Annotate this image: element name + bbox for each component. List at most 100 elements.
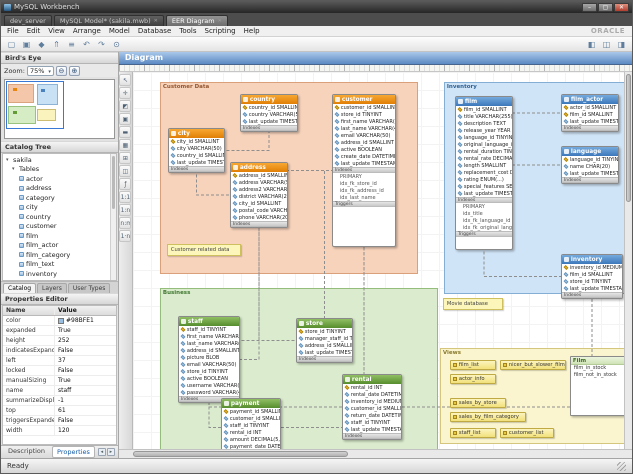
tab-catalog[interactable]: Catalog	[3, 283, 37, 293]
indexes-section-bar[interactable]: Indexes	[342, 433, 401, 439]
rel-1-n-tool[interactable]: 1:n	[119, 204, 132, 216]
menu-tools[interactable]: Tools	[179, 27, 197, 35]
tree-table-actor[interactable]: actor	[3, 174, 116, 184]
property-row-color[interactable]: color#98BFE1	[3, 316, 116, 326]
menu-view[interactable]: View	[48, 27, 65, 35]
indexes-section-bar[interactable]: Indexes	[296, 356, 352, 362]
tree-node-schema[interactable]: ▾sakila	[6, 155, 32, 164]
minimap-viewport[interactable]	[6, 81, 64, 129]
new-view-tool[interactable]: ◫	[119, 165, 132, 177]
triggers-section-bar[interactable]: Triggers	[332, 201, 395, 207]
minimize-button[interactable]	[582, 2, 597, 12]
new-note-tool[interactable]: ▬	[119, 126, 132, 138]
indexes-section-bar[interactable]: Indexes	[240, 125, 297, 131]
rel-1-1-tool[interactable]: 1:1	[119, 191, 132, 203]
tree-table-film-actor[interactable]: film_actor	[3, 241, 116, 251]
birds-eye-header[interactable]: Bird's Eye	[1, 52, 118, 64]
eraser-tool[interactable]: ◩	[119, 100, 132, 112]
doc-tab-dev-server[interactable]: dev_server	[4, 15, 52, 26]
menu-scripting[interactable]: Scripting	[204, 27, 236, 35]
triggers-section-bar[interactable]: Triggers	[455, 231, 512, 237]
menu-file[interactable]: File	[7, 27, 19, 35]
indexes-section-bar[interactable]: Indexes	[561, 292, 622, 298]
tree-scrollbar[interactable]	[109, 154, 116, 280]
toggle-output-panel-icon[interactable]: ◫	[602, 40, 611, 49]
toggle-left-sidebar-icon[interactable]: ◧	[587, 40, 596, 49]
save-model-icon[interactable]: ◆	[38, 40, 45, 49]
horizontal-scrollbar-thumb[interactable]	[132, 451, 349, 457]
property-row-indicatesexpanded[interactable]: indicatesExpandedFalse	[3, 346, 116, 356]
tree-table-city[interactable]: city	[3, 203, 116, 213]
note-movie-database[interactable]: Movie database	[442, 298, 503, 310]
zoom-in-button[interactable]	[68, 65, 80, 76]
tree-table-address[interactable]: address	[3, 184, 116, 194]
indexes-section-bar[interactable]: Indexes	[230, 221, 287, 227]
tree-table-customer[interactable]: customer	[3, 222, 116, 232]
birds-eye-minimap[interactable]	[4, 79, 115, 139]
zoom-out-button[interactable]	[55, 65, 67, 76]
menu-arrange[interactable]: Arrange	[72, 27, 101, 35]
tree-table-film-text[interactable]: film_text	[3, 260, 116, 270]
routine-group-tool[interactable]: ƒ	[119, 178, 132, 190]
doc-tab-eer-diagram[interactable]: EER Diagram✕	[165, 15, 228, 26]
menu-database[interactable]: Database	[137, 27, 172, 35]
tab-layers[interactable]: Layers	[37, 283, 67, 293]
close-button[interactable]	[614, 2, 629, 12]
tree-node-tables[interactable]: ▾Tables	[12, 165, 40, 174]
note-customer-related-data[interactable]: Customer related data	[166, 244, 241, 256]
toggle-right-sidebar-icon[interactable]: ◨	[617, 40, 626, 49]
maximize-button[interactable]	[598, 2, 613, 12]
layer-tool[interactable]: ▣	[119, 113, 132, 125]
tree-table-film-category[interactable]: film_category	[3, 250, 116, 260]
diagram-tab-title[interactable]: Diagram	[124, 53, 164, 62]
new-table-tool[interactable]: ⊞	[119, 152, 132, 164]
insert-image-tool[interactable]: ▦	[119, 139, 132, 151]
tree-scrollbar-thumb[interactable]	[111, 156, 115, 209]
view-actor-info[interactable]: actor_info	[449, 374, 496, 384]
view-staff-list[interactable]: staff_list	[449, 428, 496, 438]
tree-table-category[interactable]: category	[3, 193, 116, 203]
tab-description[interactable]: Description	[8, 447, 46, 455]
pointer-tool[interactable]: ↖	[119, 74, 132, 86]
vertical-scrollbar[interactable]	[624, 72, 632, 449]
catalog-tree-header[interactable]: Catalog Tree	[1, 141, 118, 153]
undo-icon[interactable]: ↶	[83, 40, 90, 49]
indexes-section-bar[interactable]: Indexes	[168, 166, 224, 172]
properties-editor-header[interactable]: Properties Editor	[1, 293, 118, 305]
tab-properties[interactable]: Properties	[52, 446, 95, 458]
new-document-icon[interactable]: ▢	[7, 40, 16, 49]
export-icon[interactable]: ⇑	[53, 40, 60, 49]
property-row-summarizedisplay[interactable]: summarizeDisplay-1	[3, 396, 116, 406]
view-customer-list[interactable]: customer_list	[499, 428, 554, 438]
menu-model[interactable]: Model	[108, 27, 130, 35]
redo-icon[interactable]: ↷	[98, 40, 105, 49]
zoom-select[interactable]: 75%	[26, 65, 54, 76]
resize-grip-icon[interactable]	[617, 461, 626, 471]
view-sales-by-film-category[interactable]: sales_by_film_category	[449, 412, 526, 422]
doc-tab-mysql-model-sakila-mwb[interactable]: MySQL Model* (sakila.mwb)✕	[53, 15, 164, 26]
indexes-section-bar[interactable]: Indexes	[561, 125, 618, 131]
tab-scroll-left-icon[interactable]	[97, 448, 106, 456]
tree-table-country[interactable]: country	[3, 212, 116, 222]
vertical-scrollbar-thumb[interactable]	[626, 74, 631, 203]
horizontal-scrollbar[interactable]	[118, 449, 632, 458]
